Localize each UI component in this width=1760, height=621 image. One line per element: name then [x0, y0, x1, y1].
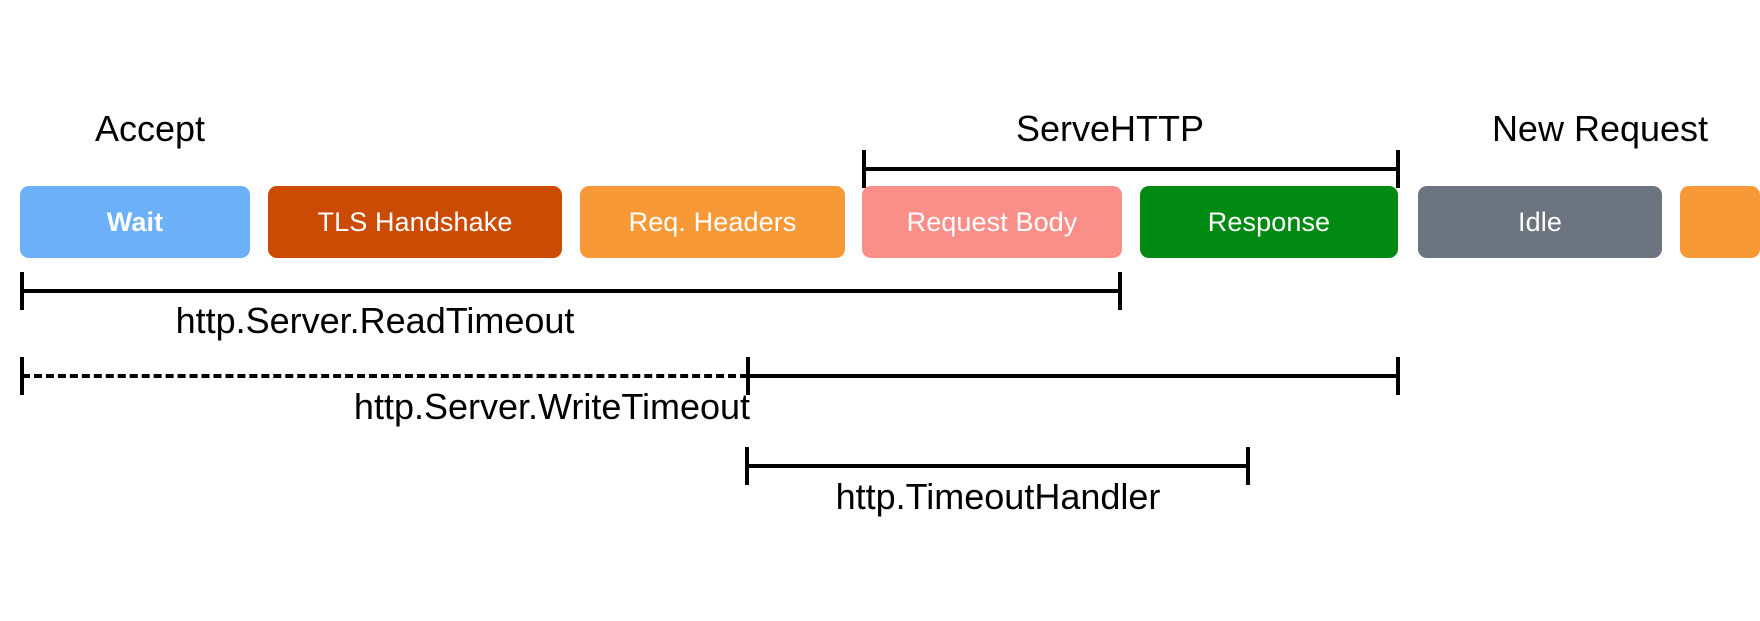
bracket-label-timeout-handler: http.TimeoutHandler	[835, 476, 1161, 517]
bracket-bar	[745, 464, 1250, 468]
bracket-bar-solid	[748, 374, 1400, 378]
phase-label: Wait	[106, 206, 164, 237]
phase-block-tls-handshake[interactable]: TLS Handshake	[268, 186, 562, 258]
bracket-tick-right	[1396, 357, 1400, 395]
bracket-bar	[862, 167, 1400, 171]
phase-block-response[interactable]: Response	[1140, 186, 1398, 258]
group-caption-servehttp: ServeHTTP	[1015, 108, 1205, 149]
phase-block-request-body[interactable]: Request Body	[862, 186, 1122, 258]
phase-block-next-request[interactable]	[1680, 186, 1760, 258]
bracket-tick-right	[1246, 447, 1250, 485]
bracket-tick-right	[1396, 150, 1400, 188]
bracket-servehttp-span	[862, 148, 1400, 188]
phase-block-idle[interactable]: Idle	[1418, 186, 1662, 258]
phase-label: Response	[1207, 206, 1331, 237]
bracket-bar	[20, 289, 1122, 293]
bracket-tick-right	[1118, 272, 1122, 310]
phase-label: TLS Handshake	[317, 206, 513, 237]
phase-label: Req. Headers	[628, 206, 797, 237]
group-caption-new-request: New Request	[1491, 108, 1709, 149]
phase-block-req-headers[interactable]: Req. Headers	[580, 186, 845, 258]
phase-block-wait[interactable]: Wait	[20, 186, 250, 258]
phase-label: Idle	[1518, 206, 1562, 237]
bracket-timeout-handler-span	[745, 445, 1250, 485]
phase-label: Request Body	[906, 206, 1078, 237]
bracket-label-read-timeout: http.Server.ReadTimeout	[175, 300, 575, 341]
bracket-write-timeout-span	[20, 355, 1400, 395]
group-caption-accept: Accept	[94, 108, 206, 149]
bracket-label-write-timeout: http.Server.WriteTimeout	[353, 386, 751, 427]
bracket-bar-dashed	[22, 374, 748, 378]
bracket-read-timeout-span	[20, 270, 1122, 310]
